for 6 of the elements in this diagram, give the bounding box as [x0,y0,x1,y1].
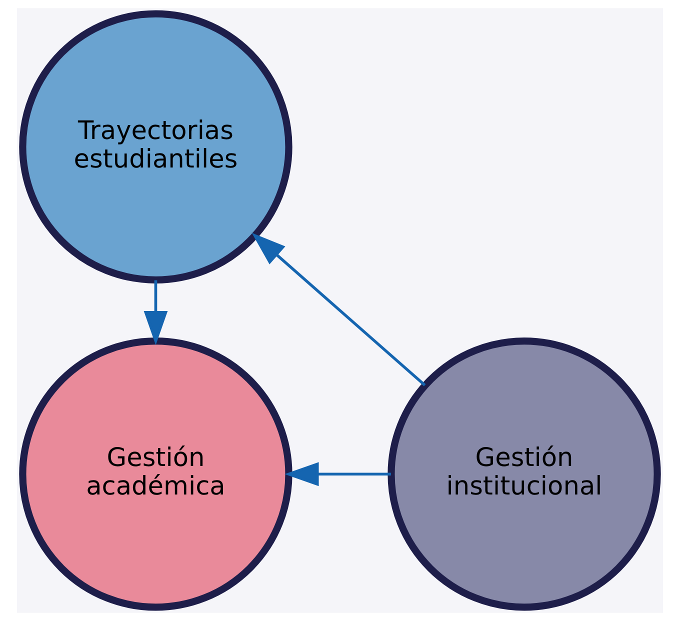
arrow [251,232,426,386]
arrow [284,462,390,486]
node-circle: Trayectorias estudiantiles [18,10,292,284]
node-circle: Gestión académica [18,338,292,611]
node-circle: Gestión institucional [387,338,660,611]
arrow [143,280,168,346]
